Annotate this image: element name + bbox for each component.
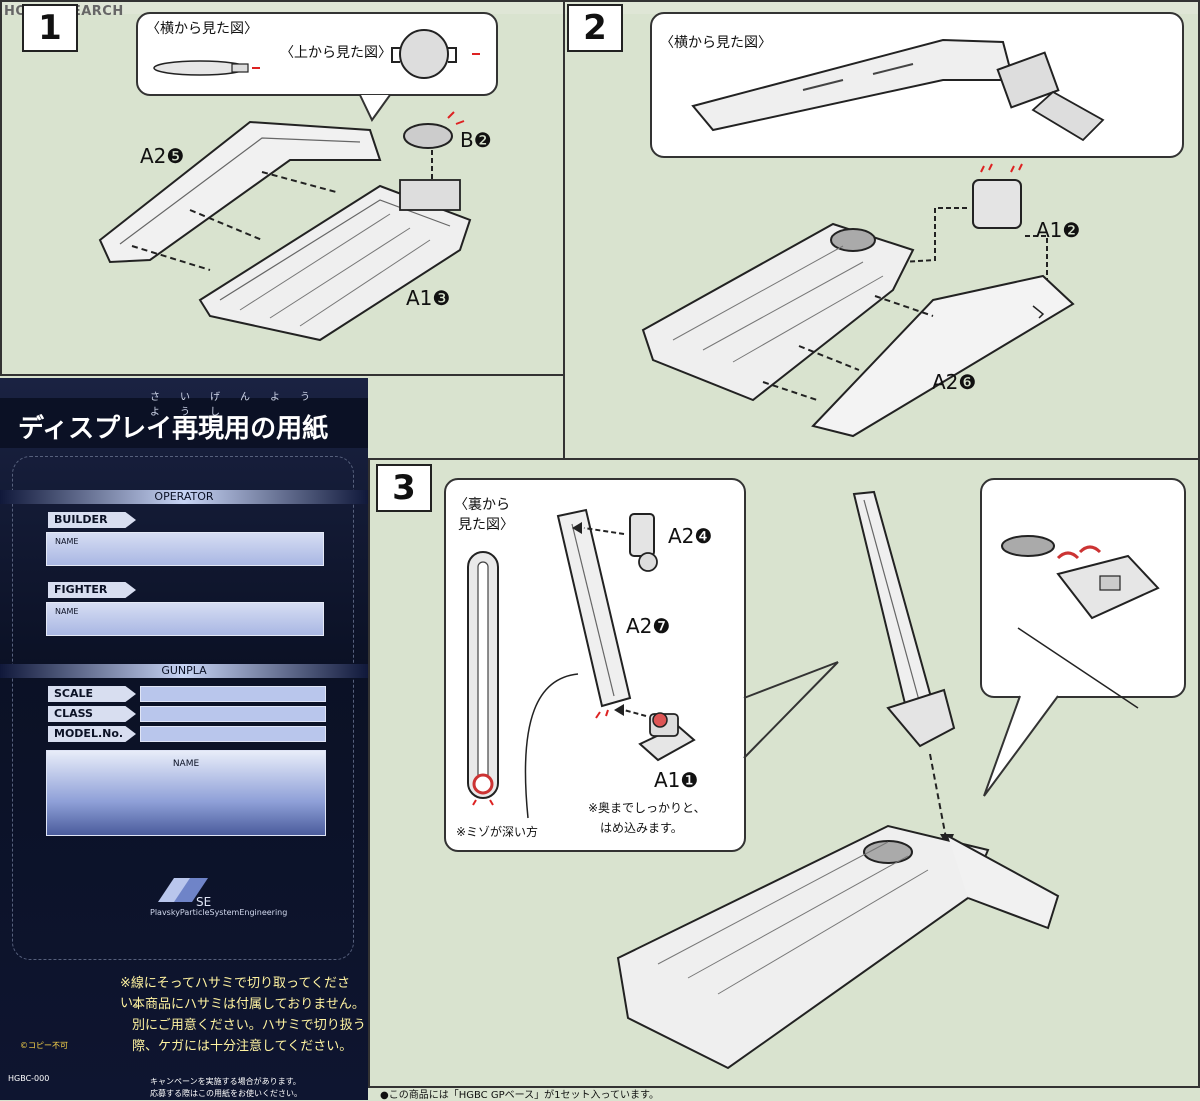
step1-part-a1: A1❸: [406, 286, 451, 310]
step2-number: 2: [567, 4, 623, 52]
step1-part-b: B❷: [460, 128, 492, 152]
campaign-line-2: 応募する際はこの用紙をお使いください。: [150, 1089, 302, 1098]
pps-logo-text: PlavskyParticleSystemEngineering: [150, 908, 288, 917]
step2-side-view-label: 〈横から見た図〉: [660, 35, 772, 51]
warning-line-2: 本商品にハサミは付属しておりません。: [132, 997, 365, 1012]
campaign-line-1: キャンペーンを実施する場合があります。: [150, 1077, 301, 1086]
card-title-band: [0, 398, 368, 448]
copyright: ©コピー不可: [20, 1041, 68, 1050]
fighter-name-field: NAME: [46, 602, 324, 636]
class-field: [140, 706, 326, 722]
pps-logo-icon: SE: [158, 878, 211, 909]
step2-part-a2: A2❻: [932, 370, 977, 394]
model-field: [140, 726, 326, 742]
step3-number: 3: [376, 464, 432, 512]
display-card: さいげんよう ようし ディスプレイ再現用の用紙 OPERATOR BUILDER…: [0, 378, 368, 1100]
step1-diagram: [98, 29, 480, 342]
footer-note: ●この商品には「HGBC GPベース」が1セット入っています。: [380, 1090, 659, 1101]
fighter-tag: FIGHTER: [48, 582, 136, 598]
card-title-ruby: さいげんよう ようし: [150, 392, 330, 418]
builder-tag: BUILDER: [48, 512, 136, 528]
step3-part-a1: A1❶: [654, 768, 699, 792]
card-title: ディスプレイ再現用の用紙: [18, 414, 329, 444]
step2-part-a1: A1❷: [1036, 218, 1081, 242]
product-code: HGBC-000: [8, 1074, 50, 1083]
step3-diagram: [467, 490, 1160, 1070]
step1-number: 1: [22, 4, 78, 52]
svg-text:SE: SE: [196, 895, 211, 909]
operator-bar: OPERATOR: [0, 490, 368, 504]
step2-diagram: [641, 38, 1105, 438]
step3-note-insert-1: ※奥までしっかりと、: [588, 801, 706, 815]
step3-back-view-label-1: 〈裏から: [454, 497, 510, 513]
step3-note-deep: ※ミゾが深い方: [456, 825, 539, 839]
gunpla-bar: GUNPLA: [0, 664, 368, 678]
step3-part-a2-mid: A2❼: [626, 614, 671, 638]
step3-panel: [368, 458, 1200, 1088]
gunpla-name-panel: NAME: [46, 750, 326, 836]
card-cut-outline: [12, 456, 354, 960]
scale-tag: SCALE: [48, 686, 136, 702]
scale-field: [140, 686, 326, 702]
builder-name-field: NAME: [46, 532, 324, 566]
model-tag: MODEL.No.: [48, 726, 136, 742]
step1-side-view-label: 〈横から見た図〉: [146, 21, 258, 37]
class-tag: CLASS: [48, 706, 136, 722]
step3-back-view-label-2: 見た図〉: [458, 517, 514, 533]
step1-part-a2: A2❺: [140, 144, 185, 168]
warning-line-1: ※線にそってハサミで切り取ってください。: [120, 976, 350, 1012]
step3-part-a2-top: A2❹: [668, 524, 713, 548]
step3-note-insert-2: はめ込みます。: [600, 821, 683, 835]
warning-line-4: 際、ケガには十分注意してください。: [132, 1039, 353, 1054]
step1-top-view-label: 〈上から見た図〉: [280, 45, 392, 61]
warning-line-3: 別にご用意ください。ハサミで切り扱う: [132, 1018, 366, 1033]
